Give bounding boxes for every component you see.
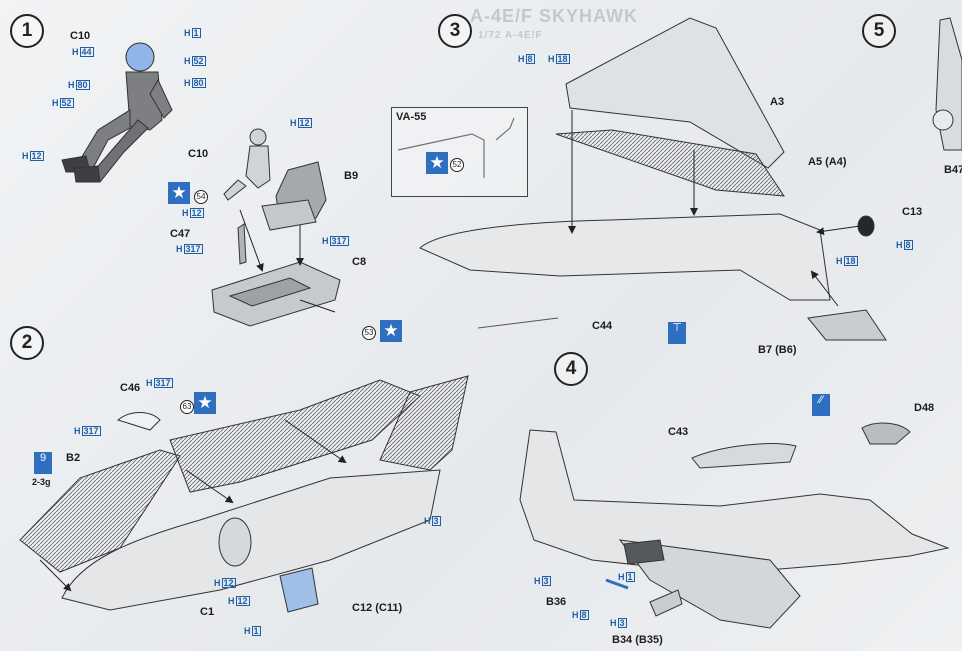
part-label-d48: D48: [914, 402, 935, 414]
part-label-b9: B9: [344, 170, 359, 182]
part-label-c10: C10: [70, 30, 91, 42]
seat-assembly: [211, 128, 341, 327]
decal-ref: 53: [362, 326, 376, 340]
part-label-b36: B36: [546, 596, 567, 608]
marking-star-icon: ★: [426, 152, 448, 174]
step-number-4: 4: [554, 352, 588, 386]
marking-star-icon: ★: [168, 182, 190, 204]
part-label-c10-seat: C10: [188, 148, 209, 160]
part-label-c1: C1: [200, 606, 215, 618]
decal-ref: 63: [180, 400, 194, 414]
part-label-b47: B47: [944, 164, 962, 176]
va55-inset-drawing: [397, 117, 515, 178]
part-label-b7: B7 (B6): [758, 344, 797, 356]
part-label-c12: C12 (C11): [352, 602, 403, 614]
paint-stripes-icon: ⁄⁄: [812, 394, 830, 416]
part-label-c47: C47: [170, 228, 191, 240]
aircraft-front-step5: [932, 17, 962, 151]
part-label-c43: C43: [668, 426, 689, 438]
part-label-c8: C8: [352, 256, 367, 268]
pilot-figure: [61, 42, 173, 183]
aircraft-side-step4: [519, 422, 950, 629]
va55-inset: VA-55 ★ 52: [391, 107, 528, 197]
inset-title: VA-55: [396, 111, 427, 123]
step-number-2: 2: [10, 326, 44, 360]
part-label-c44: C44: [592, 320, 613, 332]
marking-star-icon: ★: [194, 392, 216, 414]
part-label-b34: B34 (B35): [612, 634, 663, 646]
decal-ref: 52: [450, 158, 464, 172]
step-number-1: 1: [10, 14, 44, 48]
part-label-c46: C46: [120, 382, 141, 394]
decal-ref: 54: [194, 190, 208, 204]
part-label-a5: A5 (A4): [808, 156, 847, 168]
part-label-b2: B2: [66, 452, 81, 464]
paint-jar-icon: 9: [34, 452, 52, 474]
step-number-3: 3: [438, 14, 472, 48]
marking-star-icon: ★: [380, 320, 402, 342]
part-label-c13: C13: [902, 206, 923, 218]
part-label-a3: A3: [770, 96, 785, 108]
paint-mix-label: 2-3g: [32, 477, 51, 487]
fuselage-step2: [19, 375, 469, 613]
sheet-title: A-4E/F SKYHAWK: [470, 6, 639, 26]
sheet-subtitle: 1/72 A-4E/F: [478, 30, 543, 41]
step-number-5: 5: [862, 14, 896, 48]
paint-brush-icon: ⊤: [668, 322, 686, 344]
fuselage-step3: [419, 17, 887, 341]
